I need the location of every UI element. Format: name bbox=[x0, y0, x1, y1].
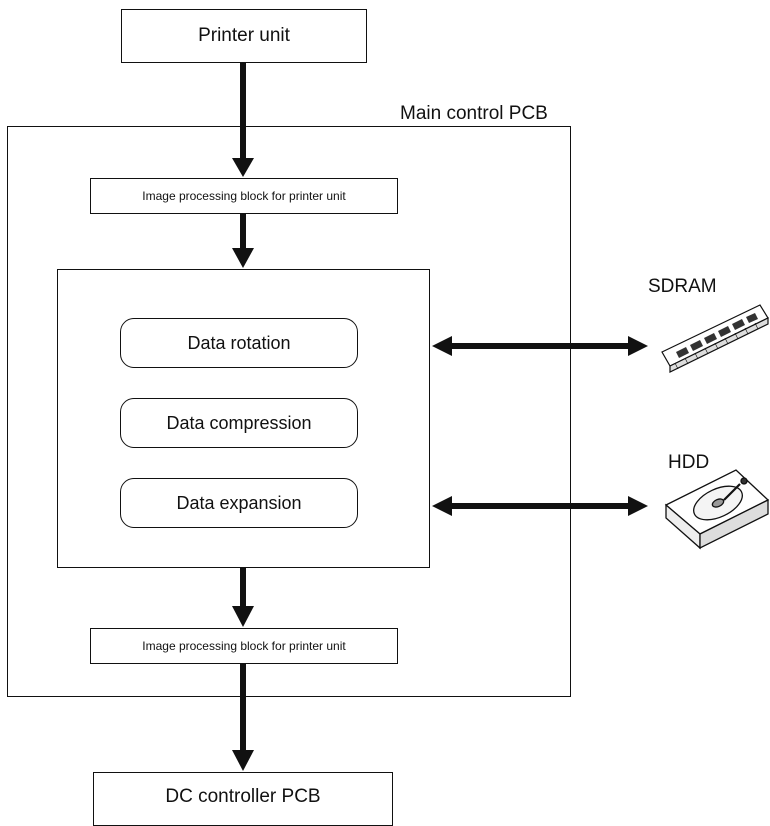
sdram-label: SDRAM bbox=[648, 276, 717, 297]
main-control-pcb-label: Main control PCB bbox=[400, 103, 548, 124]
image-processing-block-top: Image processing block for printer unit bbox=[90, 178, 398, 214]
data-expansion-box: Data expansion bbox=[120, 478, 358, 528]
hard-disk-drive-icon bbox=[664, 469, 770, 550]
data-rotation-box: Data rotation bbox=[120, 318, 358, 368]
data-compression-box: Data compression bbox=[120, 398, 358, 448]
memory-module-icon bbox=[661, 304, 769, 373]
hdd-label: HDD bbox=[668, 452, 710, 473]
image-processing-block-bottom: Image processing block for printer unit bbox=[90, 628, 398, 664]
printer-unit-box: Printer unit bbox=[121, 9, 367, 63]
dc-controller-pcb-box: DC controller PCB bbox=[93, 772, 393, 826]
